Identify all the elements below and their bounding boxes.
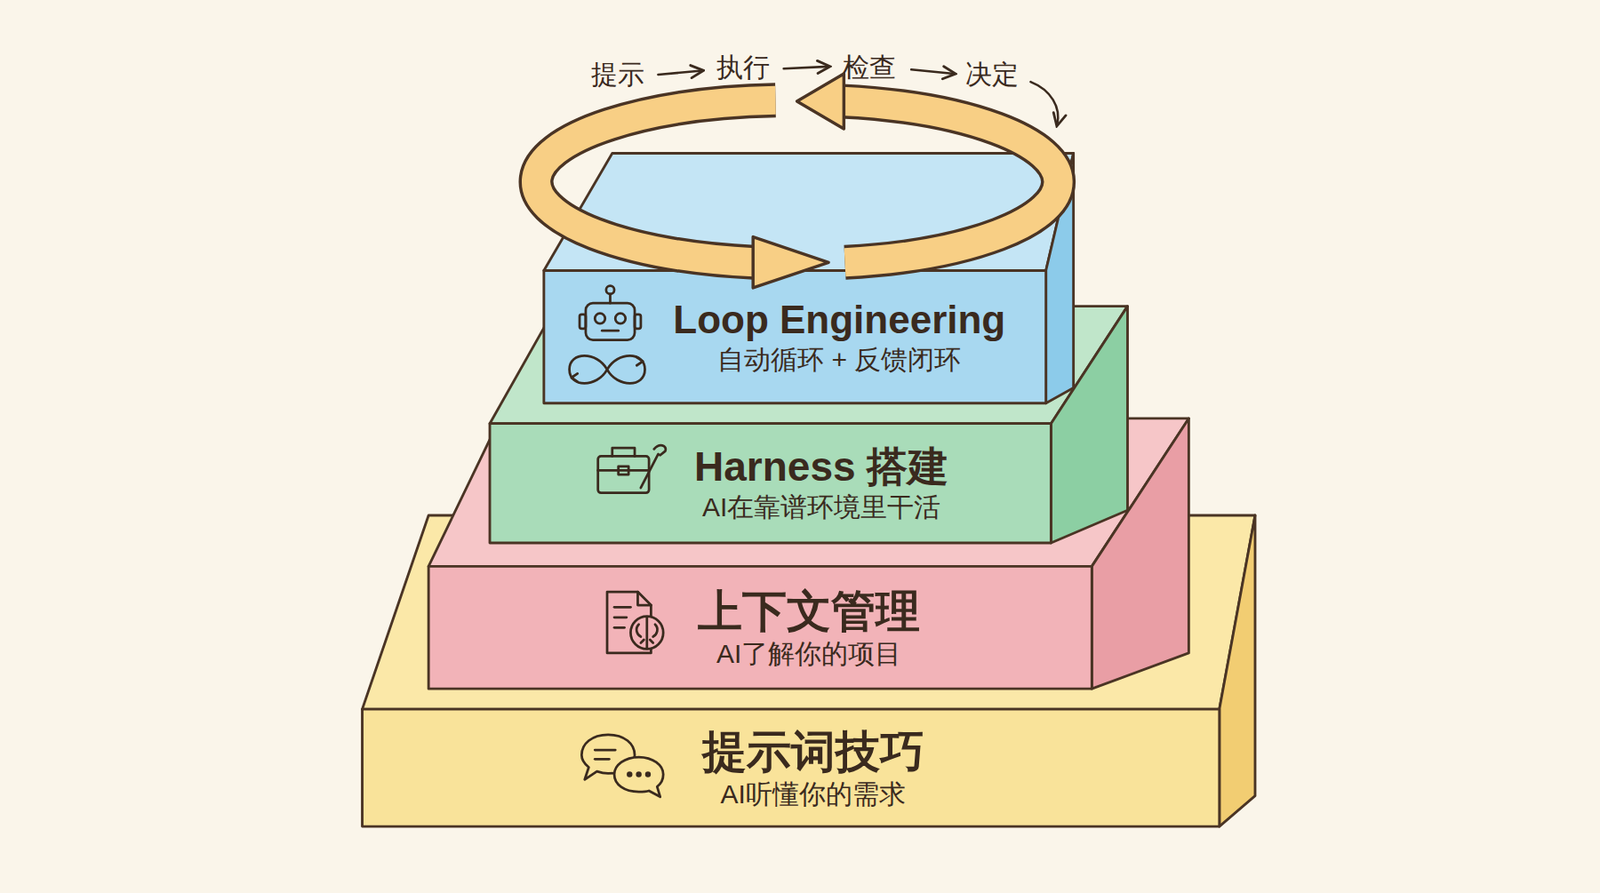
chat-bubbles-icon — [581, 735, 664, 798]
layer-title: 提示词技巧 — [702, 725, 925, 779]
document-brain-icon — [607, 592, 664, 654]
layer-subtitle: AI在靠谱环境里干活 — [702, 491, 941, 524]
harness-slab: Harness 搭建AI在靠谱环境里干活 — [489, 423, 1051, 543]
loop-engineering-slab: Loop Engineering自动循环 + 反馈闭环 — [544, 270, 1047, 403]
layer-title: Harness 搭建 — [694, 442, 949, 492]
infinity-icon — [569, 355, 646, 384]
layer-subtitle: AI了解你的项目 — [716, 638, 902, 671]
layer-subtitle: 自动循环 + 反馈闭环 — [717, 344, 961, 376]
layer-title: Loop Engineering — [672, 296, 1006, 344]
context-slab: 上下文管理AI了解你的项目 — [428, 566, 1092, 689]
toolbox-icon — [598, 445, 666, 494]
loop-step-label: 提示 — [591, 56, 645, 93]
layer-title: 上下文管理 — [697, 584, 920, 639]
loop-step-label: 执行 — [716, 48, 770, 86]
robot-icon — [579, 286, 641, 341]
blue-slab — [544, 152, 1074, 403]
loop-step-label: 检查 — [842, 48, 896, 86]
loop-ring — [536, 73, 1059, 288]
prompt-slab: 提示词技巧AI听懂你的需求 — [362, 709, 1220, 827]
layer-subtitle: AI听懂你的需求 — [720, 778, 905, 811]
loop-step-label: 决定 — [965, 56, 1019, 93]
